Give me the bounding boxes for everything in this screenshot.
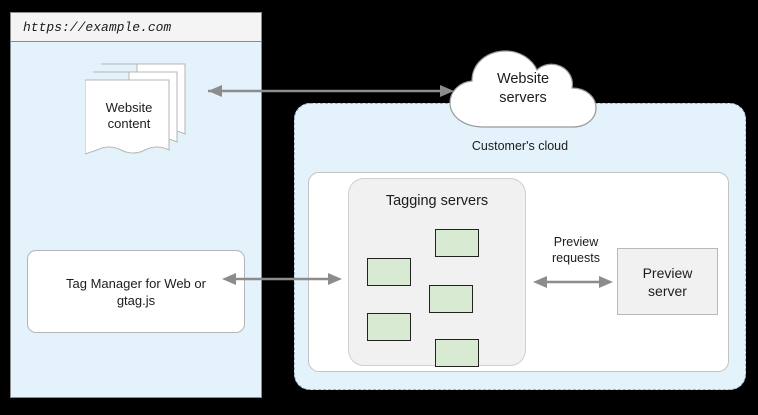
tag-manager-label-line2: gtag.js [116, 292, 156, 308]
tagging-server-node-2 [367, 313, 411, 341]
customer-cloud-label: Customer's cloud [471, 139, 569, 153]
tagging-server-node-1 [367, 258, 411, 286]
website-content-document-stack: Website content [85, 62, 189, 162]
preview-requests-label-group: Preview requests [533, 234, 619, 266]
website-content-label-group: Website content [85, 100, 173, 132]
website-content-label-line1: Website [105, 100, 153, 115]
cloud-icon [449, 50, 597, 128]
tagging-server-node-group [348, 178, 526, 367]
document-stack-icon [85, 63, 186, 155]
tagging-servers-title: Tagging servers [385, 193, 489, 209]
arrow-tag-manager-to-tagging-servers [222, 273, 342, 285]
browser-url-text[interactable]: https://example.com [23, 19, 172, 35]
preview-server-label-group: Preview server [643, 264, 693, 300]
tagging-server-node-3 [435, 229, 479, 257]
arrow-content-to-website-servers [208, 85, 454, 97]
tag-manager-label-line1: Tag Manager for Web or [66, 275, 206, 291]
browser-url-bar[interactable]: https://example.com [11, 13, 261, 42]
website-servers-label-line1: Website [496, 71, 550, 87]
preview-requests-label-line1: Preview [553, 235, 599, 249]
website-servers-label-group: Website servers [440, 70, 606, 108]
preview-server-label-line1: Preview [642, 264, 693, 281]
website-servers-label-line2: servers [499, 90, 547, 106]
preview-server-box: Preview server [617, 248, 718, 315]
website-content-label-line2: content [107, 116, 151, 131]
tagging-server-node-4 [429, 285, 473, 313]
tagging-server-node-5 [435, 339, 479, 367]
arrow-preview-requests [533, 276, 613, 288]
preview-server-label-line2: server [648, 282, 687, 299]
tag-manager-box: Tag Manager for Web or gtag.js [27, 250, 245, 333]
website-servers-cloud: Website servers [440, 47, 606, 129]
preview-requests-label-line2: requests [552, 251, 600, 265]
tag-manager-label-group: Tag Manager for Web or gtag.js [52, 275, 220, 309]
